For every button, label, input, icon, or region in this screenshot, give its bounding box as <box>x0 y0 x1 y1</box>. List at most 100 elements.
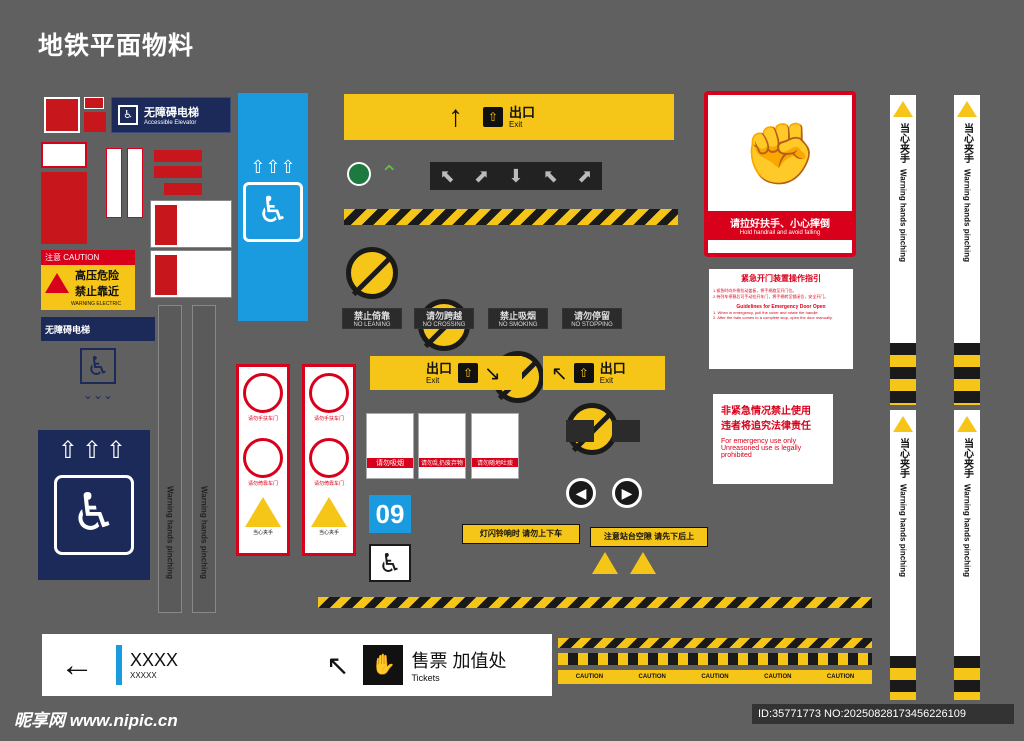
fire-label-2 <box>154 166 202 178</box>
emergency-guide-line1: 1.紧急时向外侧拉动盖板，将手柄旋至开门位。 <box>713 288 797 293</box>
right-arrow-circle-icon: ▶ <box>612 478 642 508</box>
warning-electric-en: WARNING ELECTRIC <box>71 301 122 307</box>
cigarette-icon <box>367 414 413 458</box>
caution-word-4: CAUTION <box>764 674 792 680</box>
pinch-strip-stripes-3 <box>890 656 916 700</box>
no-smoking-label: 禁止吸烟 NO SMOKING <box>488 308 548 329</box>
littering-icon <box>419 414 465 458</box>
exit-door-icon-2: ⇧ <box>458 363 479 383</box>
no-lean-icon <box>243 373 283 413</box>
pinch-triangle-small-2 <box>630 552 660 588</box>
arrow-down-icon: ⬇ <box>508 165 524 186</box>
hazard-stripe-2 <box>318 597 872 608</box>
pinch-strip-en-2: Warning hands pinching <box>962 169 972 263</box>
no-stopping-label: 请勿停留 NO STOPPING <box>562 308 622 329</box>
green-chevron-icon: ⌃ <box>380 161 399 186</box>
emergency-guide-line2: 2.待列车停稳后可手动拉开车门，将手柄转至锁闭位，安全开门。 <box>713 294 829 299</box>
non-emergency-en3: prohibited <box>721 452 752 459</box>
wheelchair-icon-outline: ♿ <box>80 348 116 384</box>
arrow-upright-icon: ⬈ <box>474 165 490 186</box>
no-spitting-card-label: 请勿随地吐痰 <box>472 458 518 467</box>
pinch-strip-stripes-1 <box>890 343 916 405</box>
pinch-strip-en-4: Warning hands pinching <box>962 484 972 578</box>
no-lean-door-icon-2 <box>309 438 349 478</box>
small-prohibit-strip-1 <box>106 148 122 218</box>
pinch-text-en-1: Warning hands pinching <box>165 486 175 580</box>
arrow-downright-icon: ↘ <box>484 362 501 385</box>
exit-label-en: Exit <box>509 119 523 129</box>
exit-door-icon: ⇧ <box>483 107 503 127</box>
strip-label-3b: 当心夹手 <box>318 530 339 536</box>
extinguisher-icon <box>155 205 177 245</box>
pinch-strip-stripes-2 <box>954 343 980 405</box>
pinch-strip-cn-2: 当心夹手 <box>961 123 973 163</box>
exit-banner-large: ↑ ⇧ 出口 Exit <box>344 94 674 140</box>
page-title: 地铁平面物料 <box>38 31 195 60</box>
wheelchair-icon-small: ♿ <box>369 544 411 582</box>
watermark-right: ID:35771773 NO:20250828173456226109 <box>752 704 1014 724</box>
alarm-notice-card <box>41 142 87 168</box>
strip-label-1: 请勿手扶车门 <box>247 416 278 422</box>
no-leaning-cn: 禁止倚靠 <box>353 311 390 321</box>
accessible-elevator-sign-top: ♿ 无障碍电梯 Accessible Elevator <box>111 97 231 133</box>
wheelchair-icon-blue: ♿ <box>243 182 303 242</box>
pinch-triangle-icon-2 <box>311 497 347 527</box>
pinch-triangle-small-1 <box>592 552 622 588</box>
fire-extinguisher-guide-2 <box>150 250 232 298</box>
high-voltage-text: 高压危险 <box>75 270 119 282</box>
no-crossing-cn: 请勿跨越 <box>425 311 462 321</box>
no-stopping-cn: 请勿停留 <box>573 311 610 321</box>
emergency-guide-en1: 1. When in emergency, pull the cover and… <box>713 310 819 315</box>
pinch-triangle-icon <box>245 497 281 527</box>
green-arrow-circle-icon <box>347 162 371 186</box>
exit-sign-left: ↖ ⇧ 出口 Exit <box>543 356 665 390</box>
fire-extinguisher-sign <box>44 97 80 133</box>
door-sign-strip-1: 请勿手扶车门 请勿倚靠车门 当心夹手 <box>236 364 290 556</box>
non-emergency-cn2: 违者将追究法律责任 <box>721 421 811 432</box>
emergency-door-panel <box>41 172 87 244</box>
arrow-upleft-icon-2: ⬉ <box>542 165 558 186</box>
accessible-floor-strip: ⇧⇧⇧ ♿ <box>238 93 308 321</box>
pinch-triangle-strip-4 <box>957 416 977 432</box>
up-arrows-icon: ⇧⇧⇧ <box>57 437 131 464</box>
wheelchair-icon: ♿ <box>118 105 138 125</box>
spitting-icon <box>472 414 518 458</box>
tickets-label-en: Tickets <box>411 673 440 683</box>
no-littering-card: 请勿乱扔废弃物 <box>418 413 466 479</box>
no-leaning-en: NO LEANING <box>353 322 391 328</box>
strip-label-2b: 请勿倚靠车门 <box>313 481 344 487</box>
arrow-upleft-icon: ⬉ <box>439 165 455 186</box>
no-smoking-en: NO SMOKING <box>498 322 538 328</box>
hand-grip-icon: ✊ <box>742 119 818 187</box>
no-spitting-card: 请勿随地吐痰 <box>471 413 519 479</box>
caution-tape-3: CAUTION CAUTION CAUTION CAUTION CAUTION <box>558 670 872 684</box>
destination-placeholder-small: XXXXX <box>130 671 157 680</box>
fire-label-3 <box>164 183 202 195</box>
watermark-left: 昵享网 www.nipic.cn <box>14 711 178 730</box>
no-stopping-en: NO STOPPING <box>571 322 613 328</box>
exit-left-cn: 出口 <box>599 360 626 376</box>
direction-arrows-strip: ⬉ ⬈ ⬇ ⬉ ⬈ <box>430 162 602 190</box>
pinch-triangle-strip-1 <box>893 101 913 117</box>
up-arrows-icon-blue: ⇧⇧⇧ <box>250 157 296 177</box>
caution-word-2: CAUTION <box>638 674 666 680</box>
exit-label-cn: 出口 <box>509 104 536 120</box>
no-entry-small <box>612 420 640 442</box>
no-leaning-icon <box>346 247 398 299</box>
tickets-sign-bar: ← XXXX XXXXX ↖ ✋ 售票 加值处 Tickets <box>42 634 552 696</box>
non-emergency-en2: Unreasoned use is legally <box>721 445 802 452</box>
pinch-strip-grey-2: Warning hands pinching <box>192 305 216 613</box>
pinch-strip-grey-1: Warning hands pinching <box>158 305 182 613</box>
pinch-strip-en-3: Warning hands pinching <box>898 484 908 578</box>
elevator-label-cn: 无障碍电梯 <box>144 107 199 119</box>
pinch-strip-white-4: 当心夹手 Warning hands pinching <box>954 410 980 700</box>
wheelchair-icon-large: ♿ <box>54 475 134 555</box>
caution-tape-1 <box>558 638 872 648</box>
pinch-strip-cn-3: 当心夹手 <box>897 438 909 478</box>
small-red-label-2 <box>84 112 106 132</box>
pinch-text-en-2: Warning hands pinching <box>199 486 209 580</box>
door-sign-strip-2: 请勿手扶车门 请勿倚靠车门 当心夹手 <box>302 364 356 556</box>
pinch-strip-cn-1: 当心夹手 <box>897 123 909 163</box>
arrow-up-icon: ↑ <box>448 100 463 133</box>
pinch-strip-white-3: 当心夹手 Warning hands pinching <box>890 410 916 700</box>
